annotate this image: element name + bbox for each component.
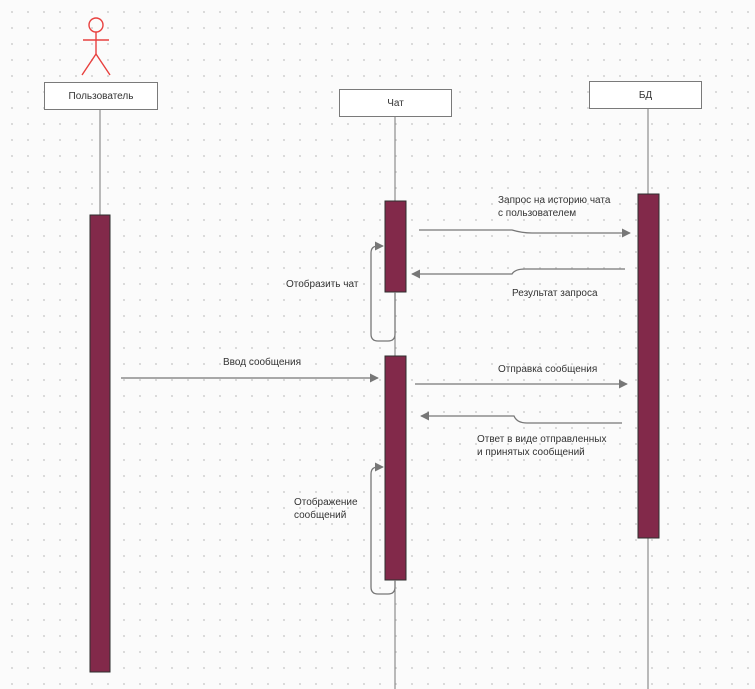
request-result-arrow [411,268,625,279]
user-actor-icon [81,17,111,76]
user-participant-box: Пользователь [44,82,158,110]
request-result-label: Результат запроса [512,288,598,299]
db-participant-label: БД [638,89,653,101]
user-participant-label: Пользователь [68,90,134,102]
db-activation-bar [637,193,660,539]
request-history-arrow [419,228,631,238]
response-messages-arrow [420,411,622,424]
user-activation-bar [89,214,111,673]
display-messages-self-arrow [370,462,396,595]
message-input-label: Ввод сообщения [223,357,301,368]
chat-participant-label: Чат [387,97,404,109]
chat-participant-box: Чат [339,89,452,117]
request-history-label: Запрос на историю чата с пользователем [498,195,611,219]
send-message-label: Отправка сообщения [498,364,598,375]
show-chat-label: Отобразить чат [286,279,359,290]
db-participant-box: БД [589,81,702,109]
display-messages-label: Отображение сообщений [294,497,358,521]
show-chat-self-arrow [370,241,396,342]
chat-activation-bar-1 [384,200,407,293]
chat-activation-bar-2 [384,355,407,581]
response-messages-label: Ответ в виде отправленных и принятых соо… [477,434,607,458]
